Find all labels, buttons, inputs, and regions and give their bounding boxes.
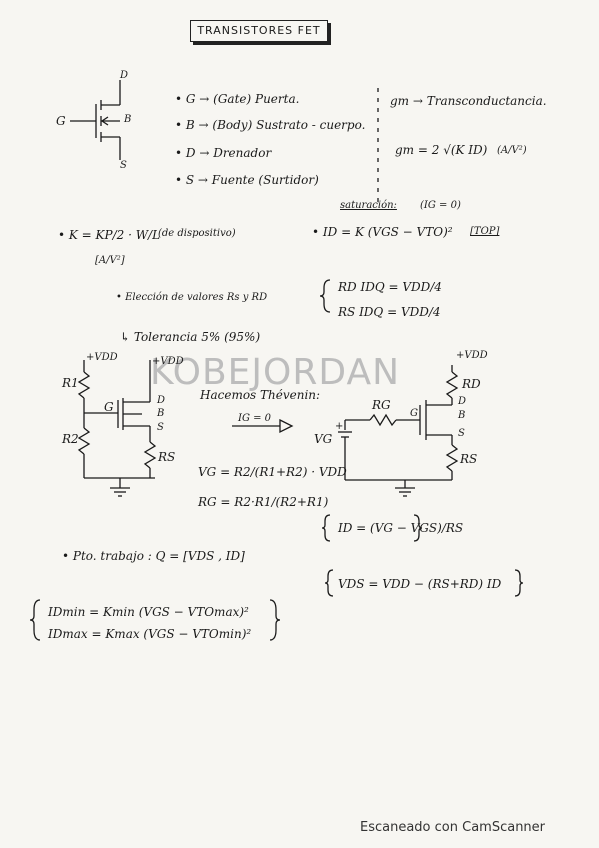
circuit-right (338, 365, 459, 497)
id-circuit-formula: ID = (VG − VGS)/RS (338, 521, 464, 535)
left-d: D (157, 395, 166, 406)
k-note: (de dispositivo) (158, 228, 236, 239)
mosfet-symbol-top (70, 80, 121, 160)
gm-units: (A/V²) (497, 145, 527, 156)
k-formula: • K = KP/2 · W/L (58, 228, 161, 242)
terminal-g: G (56, 114, 66, 128)
saturation-condition: (IG = 0) (420, 200, 461, 211)
id-saturation-formula: • ID = K (VGS − VTO)² (312, 225, 453, 239)
tolerance-text: ↳ Tolerancia 5% (95%) (120, 330, 261, 344)
terminal-d: D (120, 70, 129, 81)
circuit-left (77, 360, 157, 497)
left-b: B (157, 408, 165, 419)
right-rd: RD (462, 377, 481, 391)
right-vg: VG (314, 432, 333, 446)
left-r1: R1 (62, 376, 79, 390)
definition-source: • S → Fuente (Surtidor) (175, 173, 319, 187)
brace-rd-rs (319, 279, 331, 313)
election-text: • Elección de valores Rs y RD (116, 292, 268, 303)
terminal-b: B (124, 114, 132, 125)
vg-formula: VG = R2/(R1+R2) · VDD (198, 465, 347, 479)
vds-formula: VDS = VDD − (RS+RD) ID (338, 577, 502, 591)
rg-formula: RG = R2·R1/(R2+R1) (198, 495, 329, 509)
id-tag: [TOP] (470, 226, 500, 237)
right-d: D (458, 396, 467, 407)
scanner-footer: Escaneado con CamScanner (360, 820, 546, 835)
right-rg: RG (372, 398, 391, 412)
gm-definition: gm → Transconductancia. (390, 94, 547, 108)
terminal-s: S (120, 160, 127, 171)
id-max: IDmax = Kmax (VGS − VTOmin)² (48, 627, 252, 641)
left-g: G (104, 400, 114, 414)
rs-equation: RS IDQ = VDD/4 (338, 305, 441, 319)
right-b: B (458, 410, 466, 421)
left-s: S (157, 422, 164, 433)
right-g: G (410, 408, 418, 419)
right-s: S (458, 428, 465, 439)
brace-id-limits (29, 599, 41, 641)
id-min: IDmin = Kmin (VGS − VTOmax)² (48, 605, 249, 619)
thevenin-label: Hacemos Thévenin: (200, 388, 321, 402)
q-point: • Pto. trabajo : Q = [VDS , ID] (62, 549, 245, 563)
saturation-label: saturación: (340, 200, 397, 211)
k-units: [A/V²] (95, 255, 125, 266)
left-rs: RS (158, 450, 176, 464)
right-plus: + (335, 421, 344, 432)
gm-formula: gm = 2 √(K ID) (395, 143, 488, 157)
thevenin-arrow (232, 418, 294, 434)
definition-drain: • D → Drenador (175, 146, 272, 160)
watermark: KOBEJORDAN (150, 352, 401, 393)
definition-body: • B → (Body) Sustrato - cuerpo. (175, 118, 366, 132)
page-title: TRANSISTORES FET (190, 20, 328, 42)
left-vdd-1: +VDD (86, 352, 118, 363)
left-r2: R2 (62, 432, 79, 446)
ig-zero: IG = 0 (238, 413, 272, 424)
definition-gate: • G → (Gate) Puerta. (175, 92, 300, 106)
rd-equation: RD IDQ = VDD/4 (338, 280, 442, 294)
right-vdd: +VDD (456, 350, 488, 361)
right-rs: RS (460, 452, 478, 466)
left-vdd-2: +VDD (152, 356, 184, 367)
